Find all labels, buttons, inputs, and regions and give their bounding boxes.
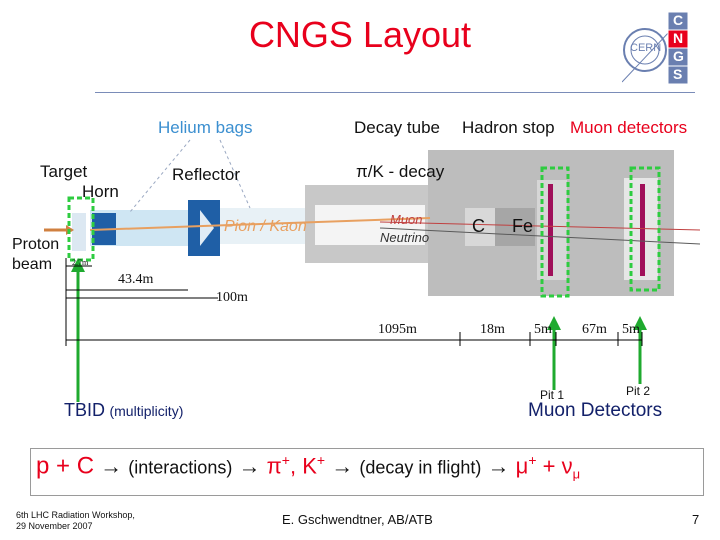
helium-bags-leader-2 (219, 139, 251, 209)
tbid-note: (multiplicity) (109, 403, 184, 419)
footer-workshop-line1: 6th LHC Radiation Workshop, (16, 510, 135, 520)
distance-pits-label: 67m (582, 322, 607, 337)
formula-comma: , (289, 453, 297, 479)
tbid-name: TBID (64, 400, 106, 420)
formula-mu: μ (515, 453, 529, 479)
pit2-detector-box (629, 166, 661, 292)
formula-start: p + C (36, 452, 95, 480)
reaction-formula-box (30, 448, 704, 496)
distance-horn-label: 43.4m (118, 272, 154, 287)
muon-detectors-pits-label: Muon Detectors (528, 400, 663, 421)
pit1-detector-box (540, 166, 570, 298)
formula-nu-sub: μ (572, 466, 581, 482)
formula-decay: (decay in flight) (359, 457, 482, 478)
muon-label: Muon (390, 212, 423, 227)
pit2-label: Pit 2 (626, 384, 651, 398)
hadron-stop-c-block (465, 208, 495, 246)
page-number: 7 (692, 512, 700, 527)
logo-letter-s: S (673, 66, 683, 82)
pit1-arrow-head (547, 316, 561, 330)
muon-detectors-label: Muon detectors (570, 118, 688, 137)
horn-label: Horn (82, 182, 119, 201)
pit2-arrow-head (633, 316, 647, 330)
target-label: Target (40, 162, 88, 181)
pi-k-decay-label: π/K - decay (356, 162, 445, 181)
formula-kaon-sup: + (316, 452, 326, 468)
formula-arrow-2: → (238, 453, 261, 479)
formula-kaon: K (302, 453, 317, 479)
muon-line (379, 221, 701, 231)
page-title: CNGS Layout (248, 14, 472, 55)
hadron-stop-fe-block (495, 208, 535, 246)
neutrino-line (379, 227, 701, 245)
c-block-label: C (472, 216, 485, 236)
logo-letter-g: G (673, 48, 684, 64)
helium-bags-label: Helium bags (158, 118, 253, 137)
neutrino-label: Neutrino (380, 230, 430, 245)
pion-kaon-label: Pion / Kaon (224, 218, 307, 235)
pit2-detector-bar (640, 184, 645, 276)
formula-interactions: (interactions) (128, 457, 233, 478)
fe-block-label: Fe (512, 216, 534, 236)
formula-mu-sup: + (528, 452, 537, 468)
formula-pi-sup: + (281, 452, 290, 468)
pit1-detector-bar (548, 184, 553, 276)
logo-letter-c: C (673, 12, 684, 28)
reflector-label: Reflector (172, 165, 241, 184)
tbid-arrow-head (71, 258, 85, 272)
pion-kaon-line (89, 217, 431, 231)
formula-plus: + (542, 453, 556, 479)
reflector-inner (200, 210, 214, 246)
hadron-stop-label: Hadron stop (462, 118, 555, 137)
logo-cern-text: CERN (630, 42, 662, 54)
title-divider (95, 92, 695, 93)
tbid-label: TBID (multiplicity) (64, 400, 183, 421)
beam-label: beam (12, 256, 53, 273)
reaction-formula: p + C → (interactions) → π+, K+ → (decay… (36, 452, 580, 482)
proton-label: Proton (12, 236, 60, 253)
distance-tube-label: 1095m (378, 322, 417, 337)
target-marker (72, 213, 86, 251)
formula-arrow-3: → (331, 453, 354, 479)
footer-workshop-line2: 29 November 2007 (16, 521, 93, 531)
decay-tube-inner (315, 205, 425, 245)
distance-gap2-label: 5m (622, 322, 640, 337)
distance-reflector-label: 100m (216, 290, 248, 305)
cern-logo-graphic (621, 11, 689, 85)
formula-arrow-4: → (487, 453, 510, 479)
pit1-label: Pit 1 (540, 388, 565, 402)
decay-tube-label: Decay tube (354, 118, 440, 137)
formula-arrow-1: → (100, 453, 123, 479)
cern-cngs-logo: CERN C N G S (621, 11, 689, 85)
logo-letter-n: N (673, 30, 684, 46)
tbid-detector-box (67, 196, 95, 262)
formula-pi: π (266, 453, 282, 479)
distance-hadron-label: 18m (480, 322, 505, 337)
footer-workshop: 6th LHC Radiation Workshop, 29 November … (16, 510, 135, 532)
distance-small-label: 2.7m (72, 258, 89, 267)
distance-gap1-label: 5m (534, 322, 552, 337)
footer-author: E. Gschwendtner, AB/ATB (282, 512, 433, 527)
formula-nu: ν (561, 453, 573, 479)
helium-bags-leader-1 (129, 139, 191, 213)
